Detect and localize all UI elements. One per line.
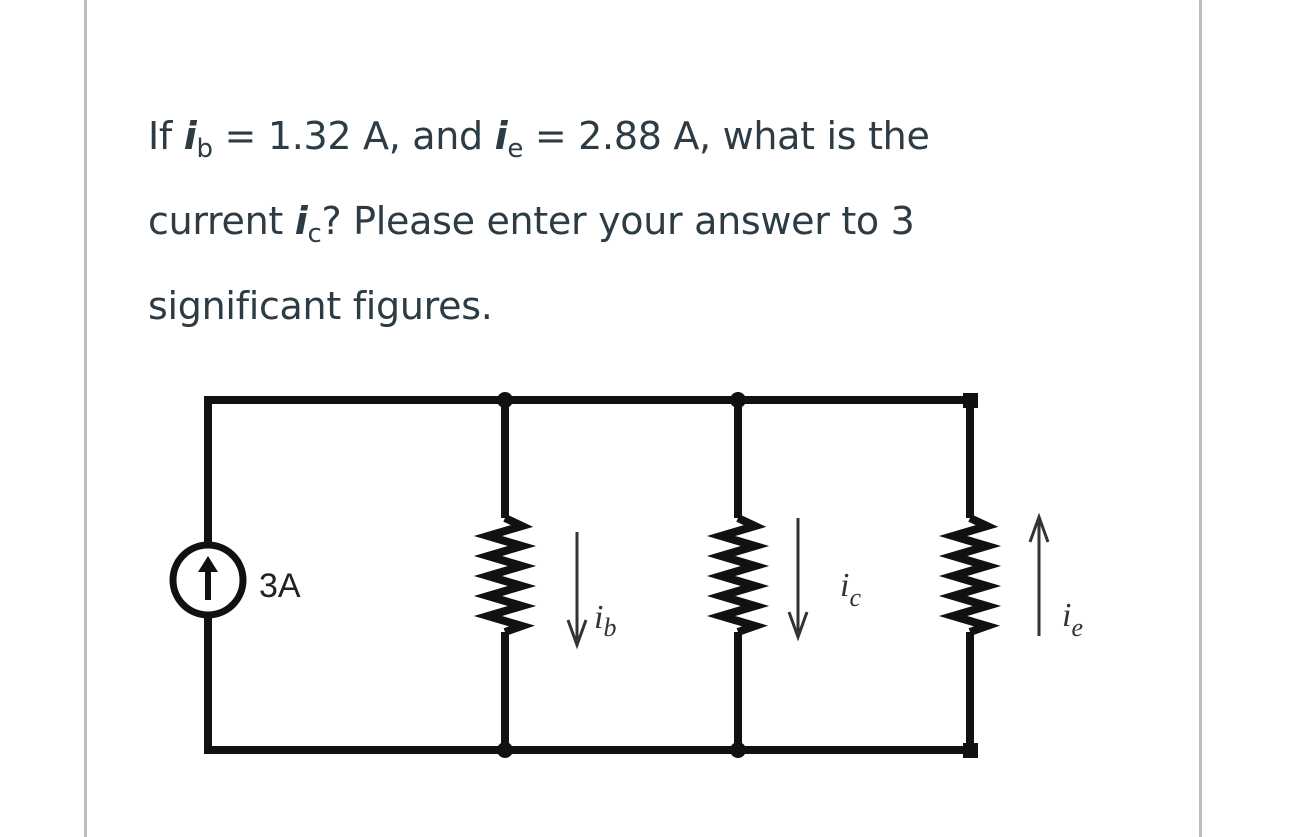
current-source bbox=[169, 541, 247, 619]
ib-label-sub: b bbox=[603, 613, 616, 642]
node bbox=[963, 743, 978, 758]
ie-label-sub: e bbox=[1071, 613, 1083, 642]
question-text-part: = 2.88 A, what is the bbox=[523, 114, 930, 158]
question-panel bbox=[84, 0, 1202, 837]
ic-label-sub: c bbox=[849, 583, 861, 612]
var-ib: ib bbox=[183, 114, 213, 164]
ie-arrow-icon bbox=[1028, 512, 1050, 636]
node bbox=[497, 742, 513, 758]
var-ie-sub: e bbox=[507, 134, 524, 164]
var-ic-main: i bbox=[294, 199, 308, 243]
ic-arrow-icon bbox=[787, 518, 809, 642]
circuit-diagram: 3A ib ic ie bbox=[169, 392, 1083, 758]
question-text-part: = 1.32 A, and bbox=[212, 114, 495, 158]
question-text-part: ? Please enter your answer to 3 bbox=[321, 199, 915, 243]
var-ib-main: i bbox=[183, 114, 197, 158]
question-text-part: current bbox=[148, 199, 295, 243]
source-label: 3A bbox=[259, 567, 301, 605]
ib-label-main: i bbox=[594, 599, 603, 636]
ib-arrow-icon bbox=[566, 532, 588, 650]
circuit-wires bbox=[204, 396, 976, 754]
node bbox=[963, 393, 978, 408]
question-text-part: significant figures. bbox=[148, 284, 493, 328]
junction-nodes bbox=[497, 392, 978, 758]
resistor-c-branch bbox=[706, 400, 770, 750]
ib-label: ib bbox=[594, 599, 616, 642]
up-arrow-head-icon bbox=[198, 556, 218, 572]
ic-label: ic bbox=[840, 567, 861, 612]
ic-label-main: i bbox=[840, 567, 849, 604]
ie-label-main: i bbox=[1062, 597, 1071, 634]
question-text-part: If bbox=[148, 114, 184, 158]
var-ic-sub: c bbox=[307, 219, 322, 249]
resistor-e-branch bbox=[938, 400, 1002, 750]
ie-label: ie bbox=[1062, 597, 1083, 642]
resistor-b-branch bbox=[473, 400, 537, 750]
node bbox=[730, 742, 746, 758]
var-ib-sub: b bbox=[196, 134, 214, 164]
node bbox=[497, 392, 513, 408]
var-ie: ie bbox=[494, 114, 524, 164]
node bbox=[730, 392, 746, 408]
var-ic: ic bbox=[294, 199, 322, 249]
question-text: If ib = 1.32 A, and ie = 2.88 A, what is… bbox=[148, 100, 1048, 342]
var-ie-main: i bbox=[494, 114, 508, 158]
